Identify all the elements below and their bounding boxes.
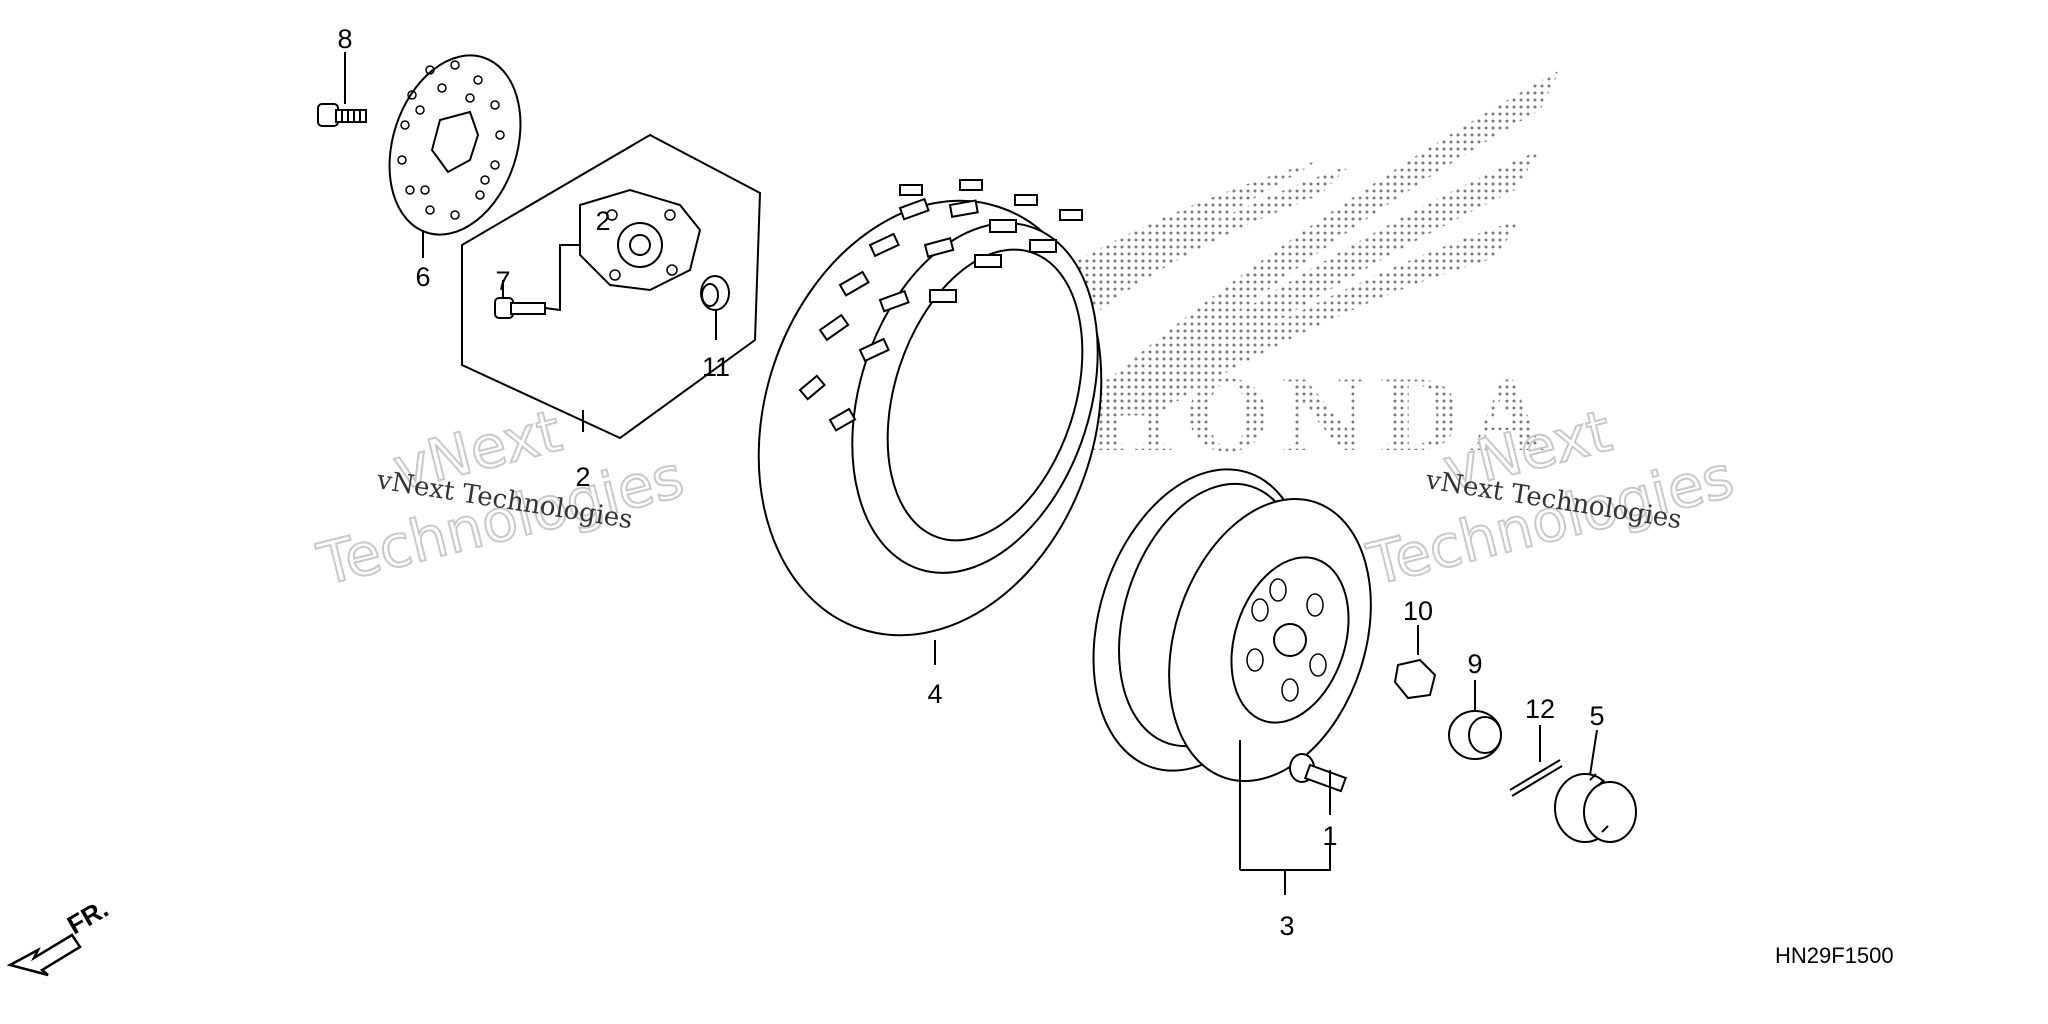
brake-disc: [388, 54, 522, 236]
front-marker-label: FR.: [62, 893, 113, 940]
watermark-right: vNext Technologies vNext Technologies: [1360, 396, 1741, 600]
hub-cap: [1554, 773, 1637, 843]
watermark-left: vNext Technologies vNext Technologies: [310, 396, 691, 600]
nut-10: [1393, 658, 1437, 700]
callout-2-top: 2: [595, 206, 610, 236]
callout-7: 7: [495, 266, 510, 296]
callout-5: 5: [1589, 701, 1604, 731]
callout-9: 9: [1467, 649, 1482, 679]
callout-6: 6: [415, 262, 430, 292]
callout-10: 10: [1403, 596, 1433, 626]
valve-stem: [1289, 753, 1347, 793]
cotter-pin: [1509, 759, 1563, 797]
callout-11: 11: [702, 352, 730, 382]
honda-wing-logo: HONDA: [1070, 70, 1560, 473]
bolt-8: [317, 103, 367, 127]
tire: [757, 179, 1103, 637]
callout-1: 1: [1322, 821, 1337, 851]
callout-8: 8: [337, 24, 352, 54]
callouts: 8 6 2 7 11 2 4 1 3 10 9 12 5: [337, 24, 1604, 941]
front-arrow: FR.: [6, 893, 113, 977]
bolt-7: [494, 297, 546, 319]
callout-12: 12: [1525, 694, 1555, 724]
leader-lines: [344, 52, 1598, 895]
hub-kit-outline: [461, 133, 762, 440]
callout-2: 2: [575, 462, 590, 492]
nut-9: [1448, 710, 1502, 760]
callout-3: 3: [1279, 911, 1294, 941]
bearing-11: [700, 275, 730, 311]
diagram-code: HN29F1500: [1775, 943, 1894, 968]
rim: [1092, 468, 1372, 782]
wheel-hub: [579, 188, 702, 292]
callout-4: 4: [927, 679, 942, 709]
honda-watermark-text: HONDA: [1085, 360, 1555, 473]
